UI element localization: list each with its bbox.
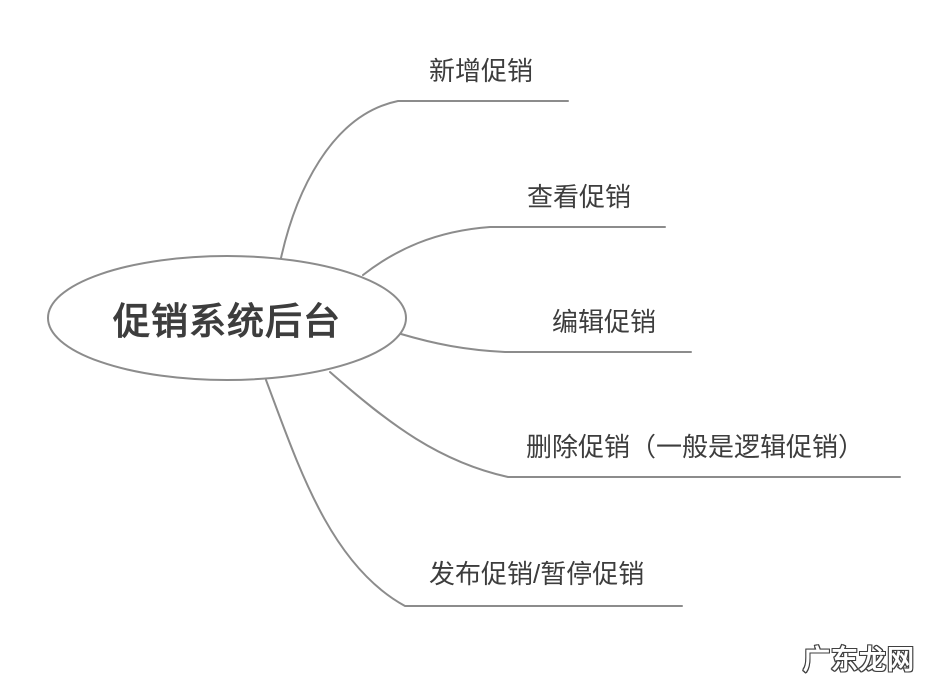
- branch-label-edit-promotion[interactable]: 编辑促销: [552, 307, 657, 337]
- branch-connector-publish: [265, 379, 683, 607]
- central-node-ellipse[interactable]: [47, 255, 407, 381]
- branch-label-view-promotion[interactable]: 查看促销: [527, 182, 632, 212]
- branch-connector-delete: [329, 371, 901, 478]
- branch-label-publish-pause-promotion[interactable]: 发布促销/暂停促销: [429, 559, 645, 589]
- branch-connector-add: [280, 100, 569, 259]
- watermark: 广东龙网: [802, 644, 915, 676]
- branch-label-delete-promotion[interactable]: 删除促销（一般是逻辑促销）: [526, 432, 865, 462]
- branch-label-add-promotion[interactable]: 新增促销: [429, 56, 534, 86]
- central-node-label[interactable]: 促销系统后台: [113, 301, 341, 342]
- branch-connector-view: [362, 226, 666, 276]
- branch-connector-edit: [400, 333, 692, 353]
